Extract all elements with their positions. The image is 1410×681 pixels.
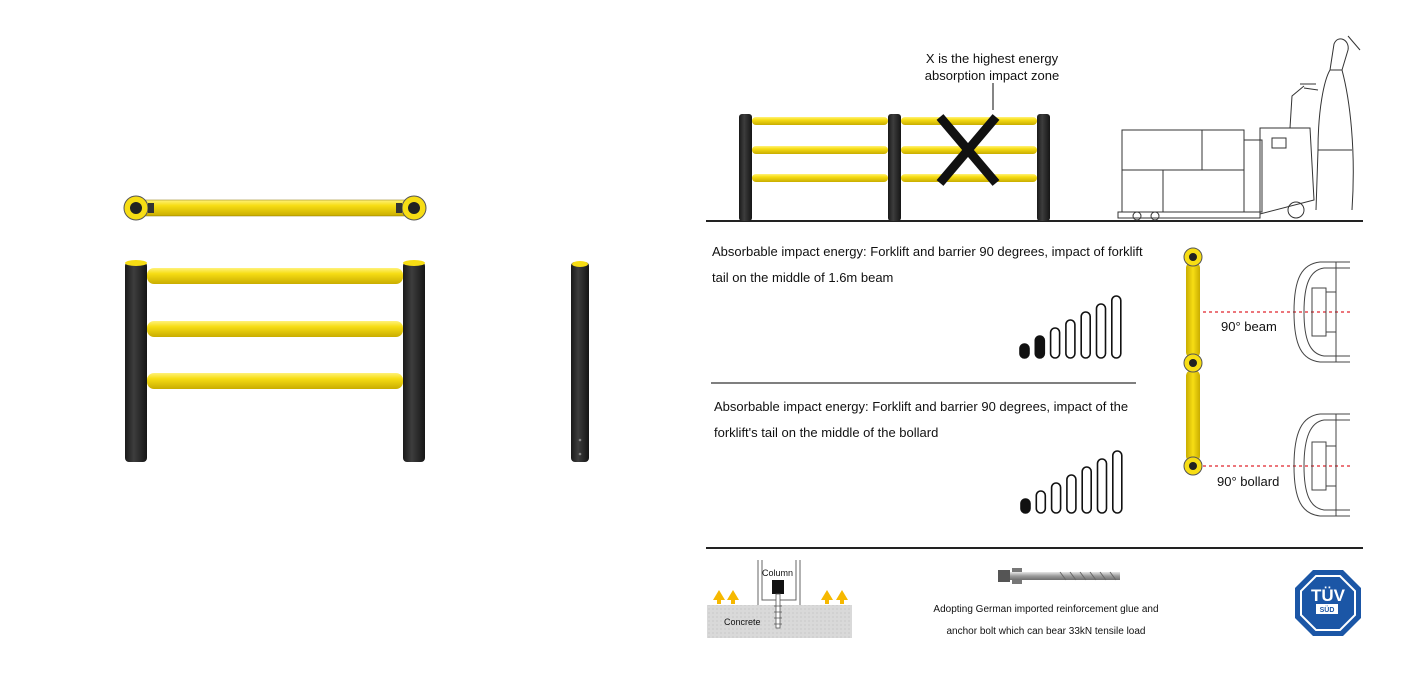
bollard-description-line2: forklift's tail on the middle of the bol… — [714, 425, 939, 440]
beam-energy-bar — [1080, 311, 1091, 359]
beam-energy-bar — [1049, 327, 1061, 359]
beam-energy-level-indicator — [1019, 295, 1122, 359]
anchor-glue-line1: Adopting German imported reinforcement g… — [933, 604, 1159, 615]
three-rail-barrier-front-view — [125, 260, 425, 462]
forklift-tail-top-view-upper — [1293, 261, 1350, 363]
beam-description-line1: Absorbable impact energy: Forklift and b… — [712, 244, 1143, 259]
bollard-energy-bar — [1020, 498, 1031, 514]
single-bollard-view — [571, 261, 589, 462]
bollard-energy-bar — [1081, 466, 1092, 514]
bollard-angle-label: 90° bollard — [1217, 474, 1280, 489]
impact-zone-caption-line2: absorption impact zone — [924, 68, 1060, 83]
bollard-energy-bar — [1035, 490, 1047, 514]
anchor-glue-description: Adopting German imported reinforcement g… — [908, 599, 1184, 643]
bollard-energy-level-indicator — [1020, 450, 1123, 514]
installation-cross-section-diagram — [707, 560, 852, 638]
beam-impact-description: Absorbable impact energy: Forklift and b… — [712, 239, 1143, 291]
beam-angle-label: 90° beam — [1221, 319, 1277, 334]
bollard-energy-bar — [1096, 458, 1108, 514]
beam-energy-bar — [1095, 303, 1107, 359]
upward-force-arrows-icon — [713, 590, 848, 604]
column-label: Column — [762, 568, 794, 578]
bollard-energy-bar — [1066, 474, 1077, 514]
bollard-description-line1: Absorbable impact energy: Forklift and b… — [714, 399, 1129, 414]
bollard-energy-bar — [1050, 482, 1062, 514]
beam-energy-bar — [1111, 295, 1122, 359]
vertical-barrier-side-view — [1183, 247, 1203, 476]
tuv-sud-logo-icon — [1295, 570, 1361, 636]
pallet-truck-with-operator-icon — [1117, 35, 1361, 221]
forklift-tail-top-view-lower — [1293, 413, 1350, 517]
bollard-energy-bar — [1112, 450, 1123, 514]
anchor-bolt-icon — [998, 568, 1120, 584]
beam-energy-bar — [1065, 319, 1076, 359]
bollard-impact-description: Absorbable impact energy: Forklift and b… — [714, 394, 1128, 446]
beam-description-line2: tail on the middle of 1.6m beam — [712, 270, 894, 285]
impact-zone-barrier — [706, 114, 1363, 222]
beam-energy-bar — [1034, 335, 1046, 359]
impact-zone-caption-line1: X is the highest energy — [925, 51, 1059, 66]
anchor-glue-line2: anchor bolt which can bear 33kN tensile … — [946, 626, 1146, 637]
impact-x-mark — [936, 114, 1000, 186]
concrete-label: Concrete — [724, 617, 761, 627]
beam-top-view — [123, 195, 427, 221]
beam-energy-bar — [1019, 343, 1030, 359]
impact-zone-caption: X is the highest energy absorption impac… — [912, 50, 1072, 84]
